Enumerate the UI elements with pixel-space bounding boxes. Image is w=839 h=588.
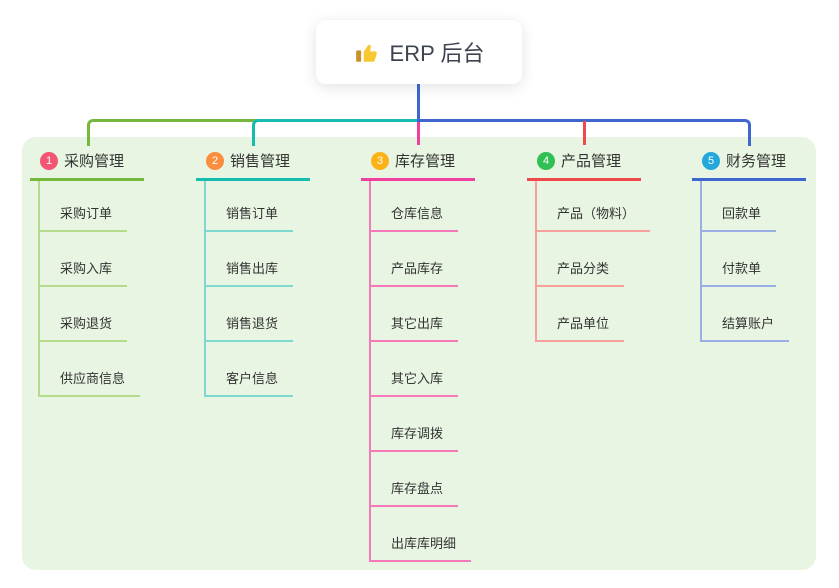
branch-label-2: 销售管理 xyxy=(230,153,291,170)
branch-badge-2: 2 xyxy=(206,151,224,170)
child-node[interactable]: 产品分类 xyxy=(537,232,625,287)
branch-badge-3: 3 xyxy=(371,151,389,170)
branch-children-4: 产品（物料） 产品分类 产品单位 xyxy=(535,181,651,342)
connector-branch-2 xyxy=(252,119,419,146)
branch-children-1: 采购订单 采购入库 采购退货 供应商信息 xyxy=(38,181,144,397)
branch-node-4[interactable]: 4 产品管理 xyxy=(527,145,642,181)
branch-label-1: 采购管理 xyxy=(64,153,125,170)
thumbs-up-icon xyxy=(355,44,377,62)
branch-children-5: 回款单 付款单 结算账户 xyxy=(700,181,806,342)
branch-column-4: 4 产品管理 产品（物料） 产品分类 产品单位 xyxy=(527,145,651,342)
connector-branch-5 xyxy=(419,119,751,146)
child-node[interactable]: 销售退货 xyxy=(206,287,294,342)
child-node[interactable]: 其它出库 xyxy=(371,287,459,342)
child-node[interactable]: 库存调拨 xyxy=(371,397,459,452)
child-node[interactable]: 仓库信息 xyxy=(371,181,459,232)
child-node[interactable]: 回款单 xyxy=(702,181,777,232)
branch-label-3: 库存管理 xyxy=(395,153,456,170)
branch-column-3: 3 库存管理 仓库信息 产品库存 其它出库 其它入库 库存调拨 库存盘点 出库库… xyxy=(361,145,476,562)
child-node[interactable]: 采购订单 xyxy=(40,181,128,232)
branch-column-5: 5 财务管理 回款单 付款单 结算账户 xyxy=(692,145,807,342)
branch-label-5: 财务管理 xyxy=(726,153,787,170)
child-node[interactable]: 结算账户 xyxy=(702,287,790,342)
connector-branch-3 xyxy=(417,121,420,145)
child-node[interactable]: 销售出库 xyxy=(206,232,294,287)
branch-node-2[interactable]: 2 销售管理 xyxy=(196,145,311,181)
child-node[interactable]: 客户信息 xyxy=(206,342,294,397)
child-node[interactable]: 产品库存 xyxy=(371,232,459,287)
root-node-label: ERP 后台 xyxy=(389,41,485,66)
root-node[interactable]: ERP 后台 xyxy=(316,20,522,84)
branch-children-3: 仓库信息 产品库存 其它出库 其它入库 库存调拨 库存盘点 出库库明细 xyxy=(369,181,475,562)
child-node[interactable]: 采购退货 xyxy=(40,287,128,342)
child-node[interactable]: 销售订单 xyxy=(206,181,294,232)
child-node[interactable]: 采购入库 xyxy=(40,232,128,287)
branch-badge-1: 1 xyxy=(40,151,58,170)
child-node[interactable]: 库存盘点 xyxy=(371,452,459,507)
branch-badge-4: 4 xyxy=(537,151,555,170)
child-node[interactable]: 付款单 xyxy=(702,232,777,287)
branch-node-3[interactable]: 3 库存管理 xyxy=(361,145,476,181)
branch-column-2: 2 销售管理 销售订单 销售出库 销售退货 客户信息 xyxy=(196,145,311,397)
branch-node-5[interactable]: 5 财务管理 xyxy=(692,145,807,181)
branch-node-1[interactable]: 1 采购管理 xyxy=(30,145,145,181)
child-node[interactable]: 其它入库 xyxy=(371,342,459,397)
root-stem-line xyxy=(417,84,420,122)
child-node[interactable]: 产品单位 xyxy=(537,287,625,342)
background-panel xyxy=(22,137,816,570)
child-node[interactable]: 出库库明细 xyxy=(371,507,472,562)
branch-badge-5: 5 xyxy=(702,151,720,170)
branch-column-1: 1 采购管理 采购订单 采购入库 采购退货 供应商信息 xyxy=(30,145,145,397)
child-node[interactable]: 产品（物料） xyxy=(537,181,651,232)
branch-children-2: 销售订单 销售出库 销售退货 客户信息 xyxy=(204,181,310,397)
branch-label-4: 产品管理 xyxy=(561,153,622,170)
connector-branch-4 xyxy=(583,121,586,145)
child-node[interactable]: 供应商信息 xyxy=(40,342,141,397)
